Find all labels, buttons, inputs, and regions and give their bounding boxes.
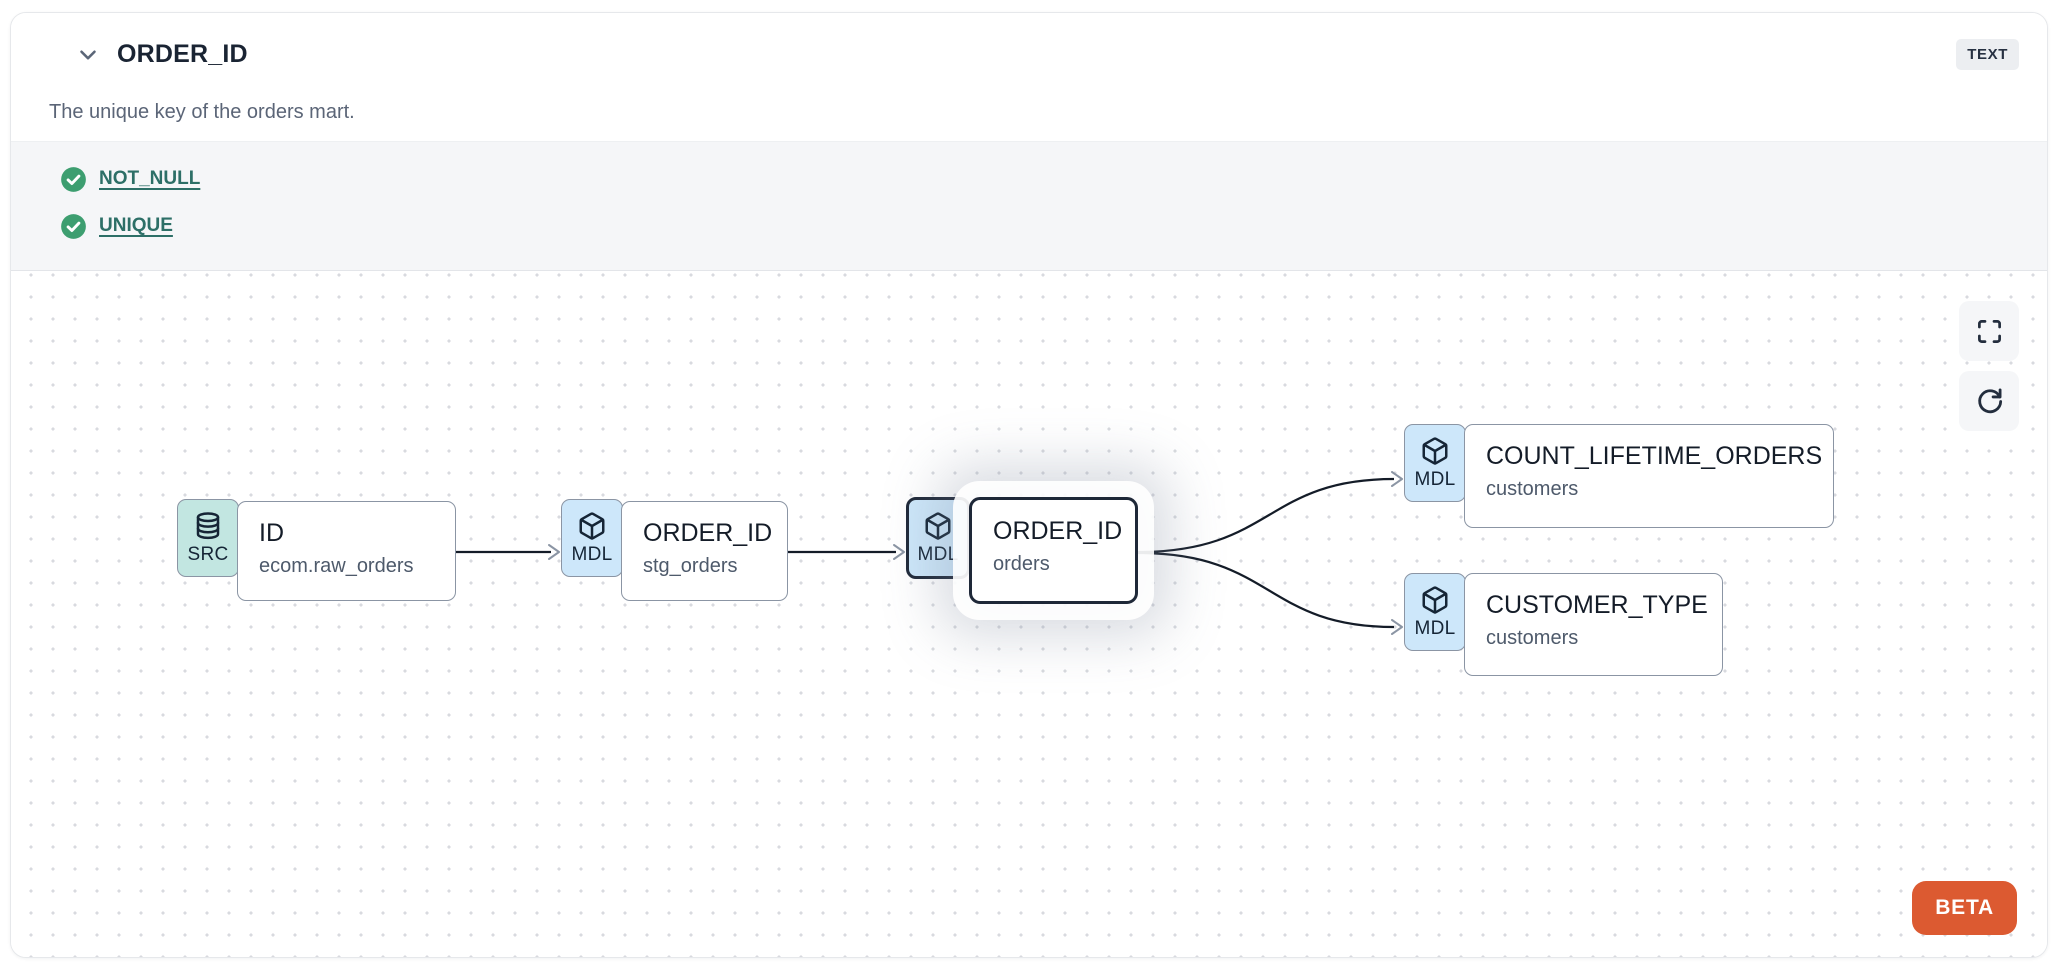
node-subtitle: stg_orders [643,555,738,577]
cube-icon [925,511,951,540]
node-title: ORDER_ID [643,519,773,547]
lineage-canvas[interactable]: SRC ID ecom.raw_orders MDL ORDER_ID stg_… [11,271,2047,957]
cube-icon [1422,585,1448,614]
node-title: CUSTOMER_TYPE [1486,591,1708,619]
node-body: ORDER_ID stg_orders [621,501,788,601]
node-subtitle: customers [1486,478,1579,500]
node-title: ORDER_ID [993,517,1123,545]
chevron-down-icon [80,49,96,60]
node-subtitle: ecom.raw_orders [259,555,414,577]
column-details-card: ORDER_ID TEXT The unique key of the orde… [10,12,2048,958]
column-type-badge: TEXT [1956,39,2019,70]
model-badge: MDL [1404,424,1466,502]
badge-label: MDL [571,543,613,565]
page-title: ORDER_ID [117,40,248,68]
model-badge: MDL [906,497,970,579]
node-subtitle: orders [993,553,1050,575]
canvas-controls [1959,301,2019,431]
test-link-unique[interactable]: UNIQUE [99,215,173,236]
check-circle-icon [61,166,86,192]
badge-label: MDL [917,543,959,565]
source-badge: SRC [177,499,239,577]
node-title: ID [259,519,284,547]
fullscreen-button[interactable] [1959,301,2019,361]
cube-icon [1422,436,1448,465]
badge-label: MDL [1414,468,1456,490]
node-body: COUNT_LIFETIME_ORDERS customers [1464,424,1834,528]
test-row: NOT_NULL [60,159,2047,199]
test-link-not-null[interactable]: NOT_NULL [99,168,201,189]
badge-label: SRC [187,543,229,565]
node-body: CUSTOMER_TYPE customers [1464,573,1723,676]
tests-section: NOT_NULL UNIQUE [11,141,2047,271]
node-subtitle: customers [1486,627,1579,649]
node-title: COUNT_LIFETIME_ORDERS [1486,442,1823,470]
badge-label: MDL [1414,617,1456,639]
beta-badge: BETA [1912,881,2017,935]
column-description: The unique key of the orders mart. [49,101,355,123]
refresh-icon [1978,388,2003,414]
test-row: UNIQUE [60,206,2047,246]
check-circle-icon [61,213,86,239]
node-body: ORDER_ID orders [969,497,1138,604]
fullscreen-icon [1977,319,2001,343]
database-icon [196,511,220,539]
reset-view-button[interactable] [1959,371,2019,431]
cube-icon [579,511,605,540]
collapse-toggle[interactable] [73,40,103,70]
model-badge: MDL [561,499,623,577]
header: ORDER_ID TEXT The unique key of the orde… [11,13,2047,141]
node-body: ID ecom.raw_orders [237,501,456,601]
model-badge: MDL [1404,573,1466,651]
lineage-edges [456,471,1403,635]
